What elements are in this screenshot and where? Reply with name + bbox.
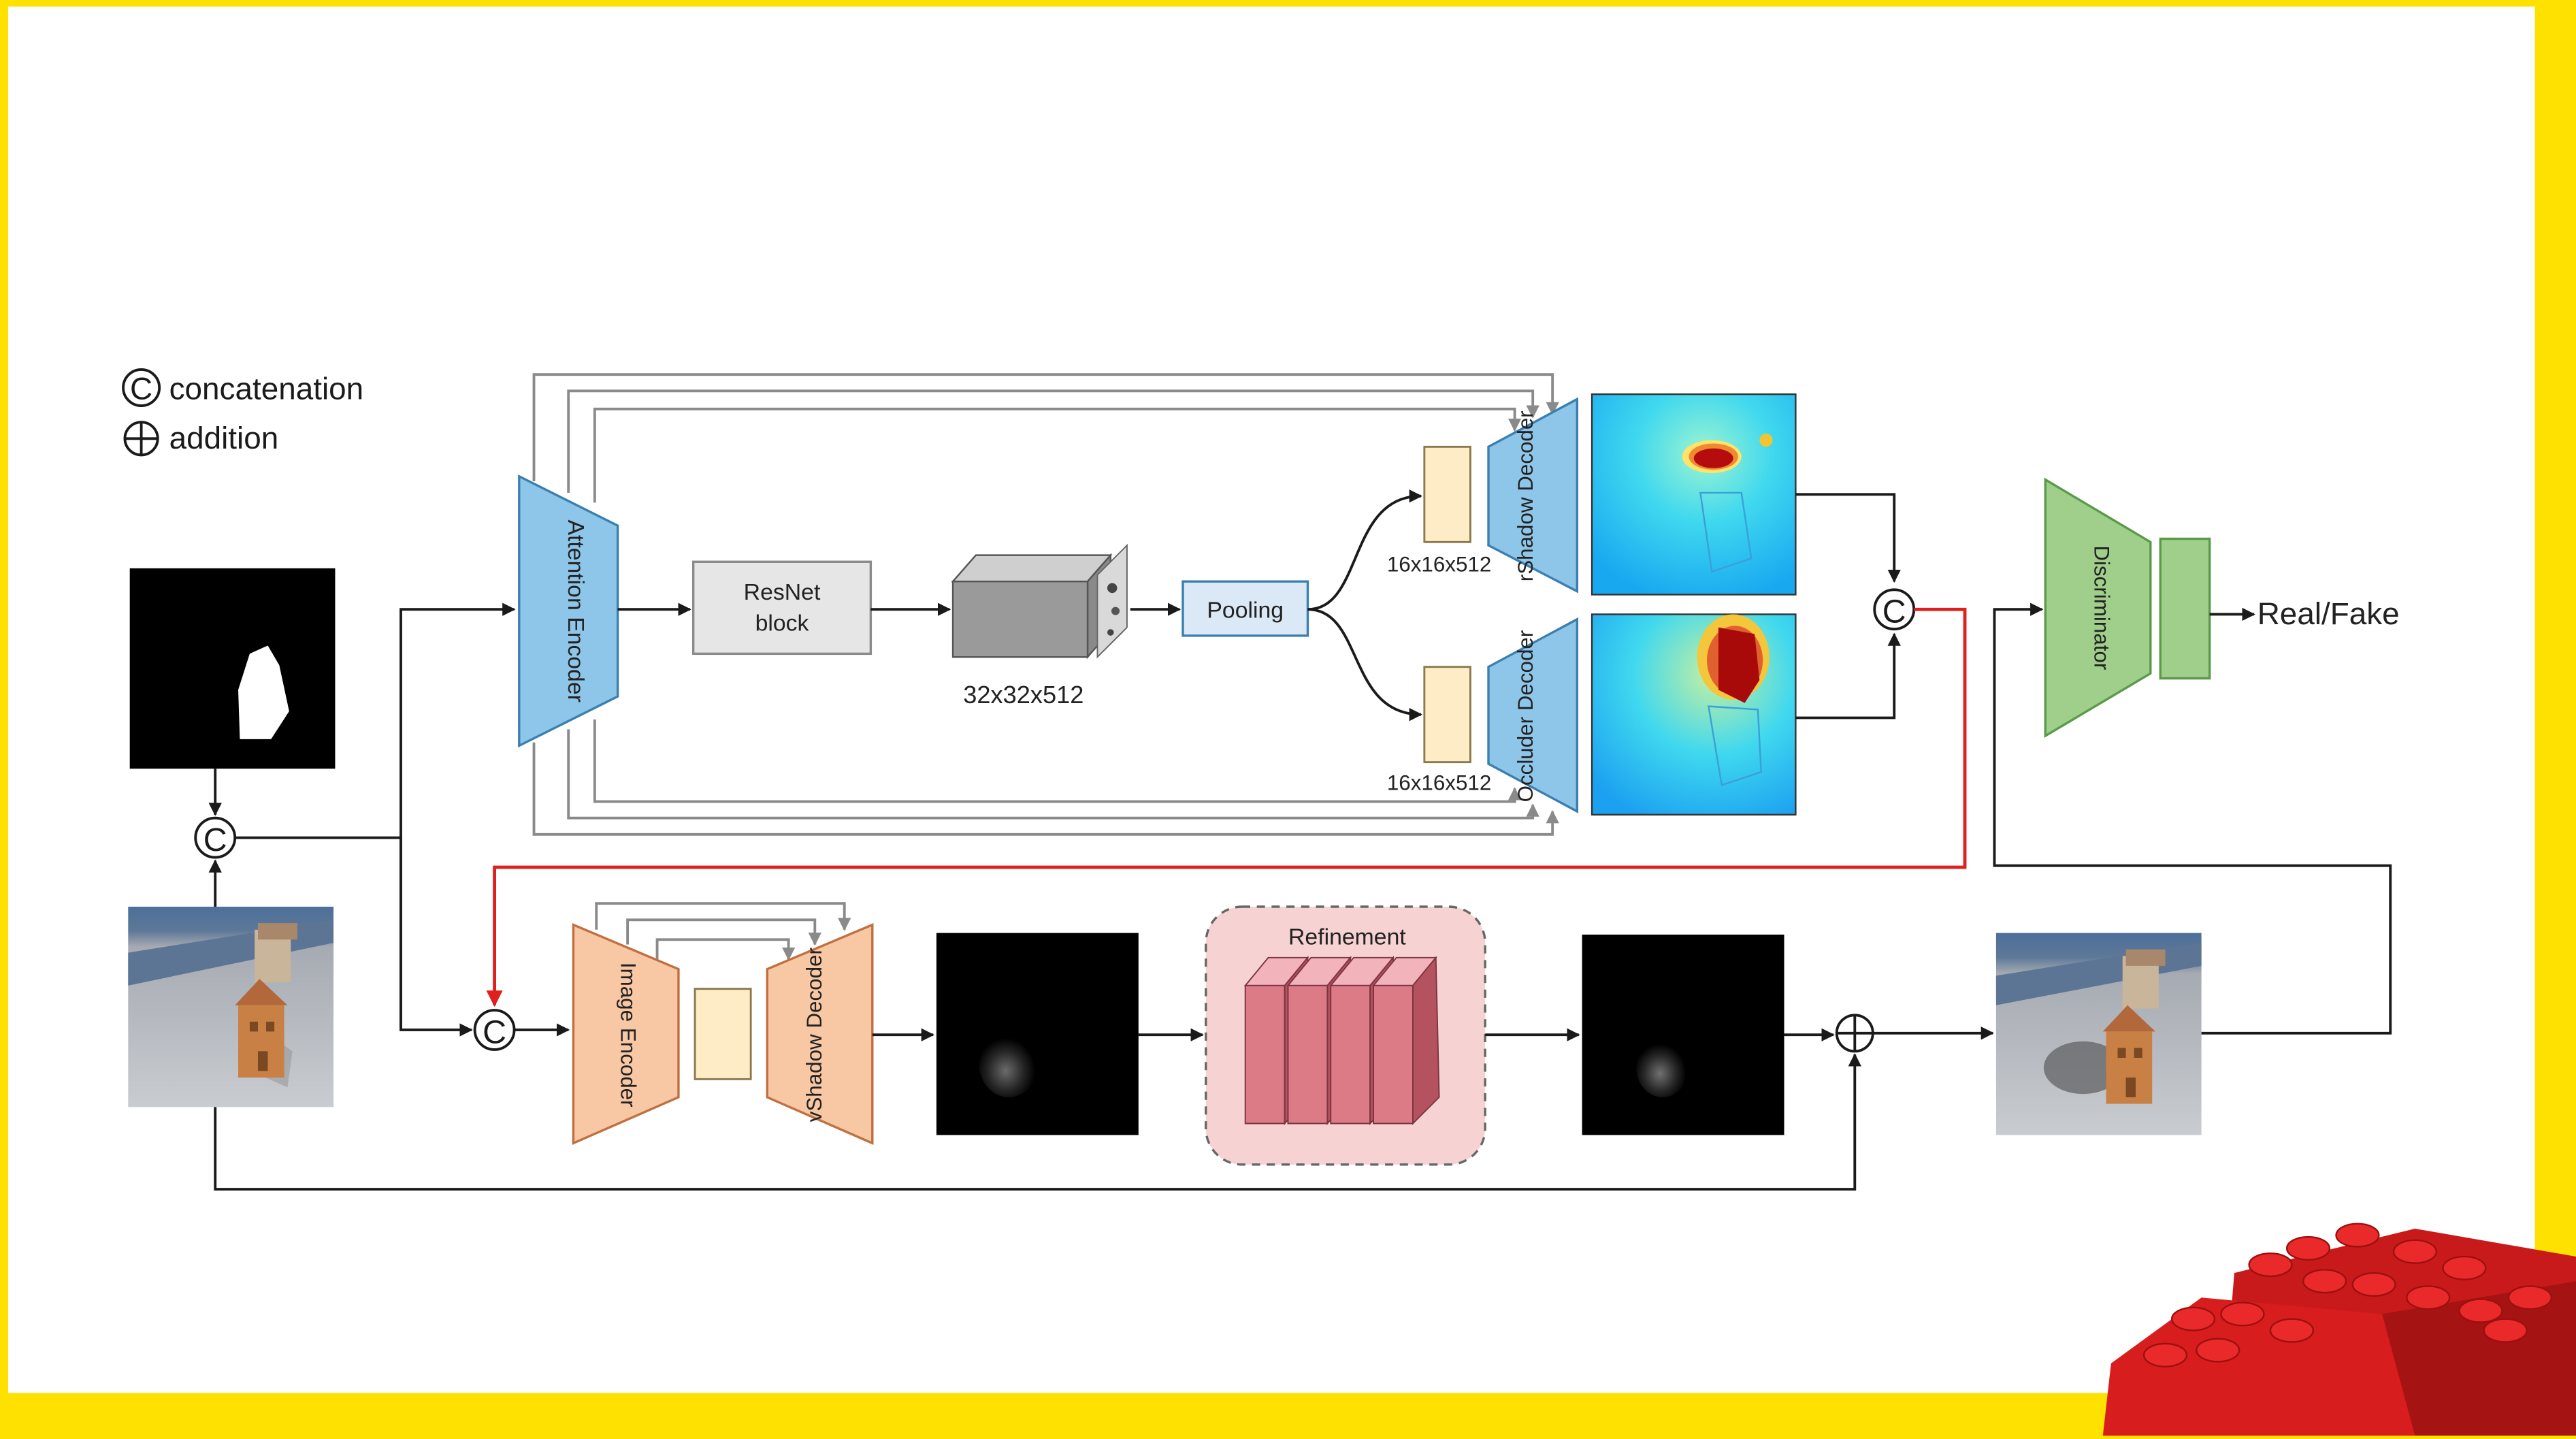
heatmap-concat-node: C [1873,588,1916,631]
add-legend-label: addition [169,420,279,455]
pooling-block: Pooling [1181,580,1309,637]
mask-image [129,568,336,769]
legend: C concatenation addition [122,368,364,457]
slide-panel [8,6,2535,1393]
refinement-module: Refinement [1205,905,1486,1166]
input-scene-image [128,907,334,1107]
input-concat-node: C [194,816,237,859]
red-feature-path [486,607,1967,1007]
refined-shadow-image [1582,935,1784,1135]
concat-legend-icon [122,368,161,407]
lego-bricks-decoration [2102,1223,2576,1436]
bottom-concat-node: C [473,1009,516,1051]
occluder-decoder: Occluder Decoder [1487,617,1579,813]
bottleneck-bottom-dims: 16x16x512 [1387,771,1491,795]
svg-text:Attention Encoder: Attention Encoder [563,519,589,702]
output-scene-image [1995,933,2202,1135]
svg-text:vShadow Decoder: vShadow Decoder [802,948,826,1122]
concat-legend-symbol: C [130,370,152,406]
svg-text:Image Encoder: Image Encoder [616,963,640,1107]
bottleneck-top: 16x16x512 [1387,445,1491,577]
concat-legend-label: concatenation [169,370,364,406]
svg-text:rShadow Decoder: rShadow Decoder [1514,410,1537,581]
bottleneck-top-dims: 16x16x512 [1387,553,1491,577]
svg-text:C: C [483,1014,506,1050]
svg-text:C: C [1882,594,1906,630]
coarse-shadow-image [936,933,1139,1135]
svg-text:Occluder Decoder: Occluder Decoder [1514,630,1537,803]
refinement-label: Refinement [1288,924,1406,950]
vshadow-decoder: vShadow Decoder [766,922,874,1146]
attention-encoder: Attention Encoder [518,474,619,748]
svg-text:C: C [203,822,227,858]
feature-dims-label: 32x32x512 [963,681,1083,709]
addition-node [1835,1014,1874,1053]
feature-cube: 32x32x512 [951,543,1128,709]
skip-connections-top [532,373,1559,836]
svg-text:Discriminator: Discriminator [2090,545,2114,670]
rshadow-decoder: rShadow Decoder [1487,397,1579,594]
occluder-heatmap [1591,613,1797,816]
svg-text:Pooling: Pooling [1207,597,1284,623]
image-encoder: Image Encoder [572,922,680,1146]
refinement-layers [1243,956,1440,1126]
image-bottleneck [694,988,752,1080]
rshadow-heatmap [1591,393,1797,596]
discriminator: Discriminator [2044,477,2211,739]
bottleneck-bottom: 16x16x512 [1387,666,1491,795]
resnet-block: ResNet block [691,560,873,656]
real-fake-label: Real/Fake [2257,596,2400,631]
